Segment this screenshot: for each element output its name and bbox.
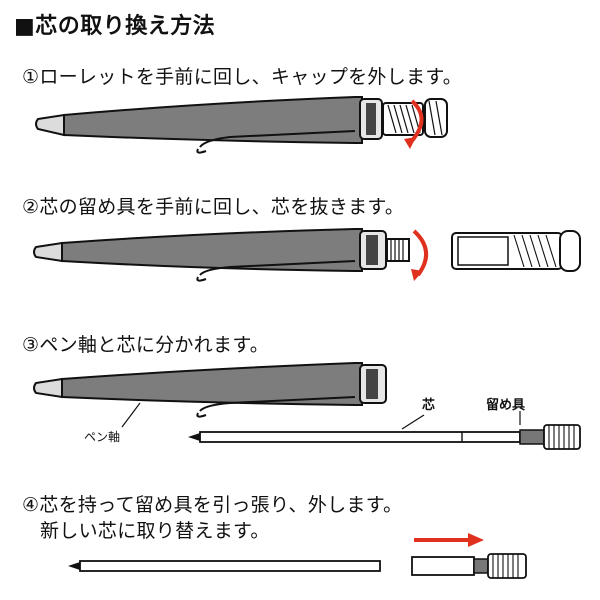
fastener-label: 留め具 <box>486 398 526 413</box>
step-4-refill-illustration <box>68 533 527 579</box>
step-3-pen-illustration <box>33 362 581 450</box>
refill-label: 芯 <box>422 398 436 413</box>
step-3-instruction: ③ペン軸と芯に分かれます。 <box>22 334 270 356</box>
page-title: ■芯の取り換え方法 <box>14 14 216 39</box>
pull-arrow-icon <box>414 533 484 547</box>
rotate-arrow-icon <box>404 99 424 149</box>
step-1-pen-illustration <box>35 96 448 154</box>
pen-body-label: ペン軸 <box>84 430 121 444</box>
step-2-instruction: ②芯の留め具を手前に回し、芯を抜きます。 <box>22 196 405 218</box>
step-2-pen-illustration <box>33 228 581 282</box>
step-4-instruction-line2: 新しい芯に取り替えます。 <box>40 520 270 542</box>
step-4-instruction: ④芯を持って留め具を引っ張り、外します。 <box>22 494 403 516</box>
rotate-arrow-icon <box>411 229 428 281</box>
step-1-instruction: ①ローレットを手前に回し、キャップを外します。 <box>22 66 463 88</box>
